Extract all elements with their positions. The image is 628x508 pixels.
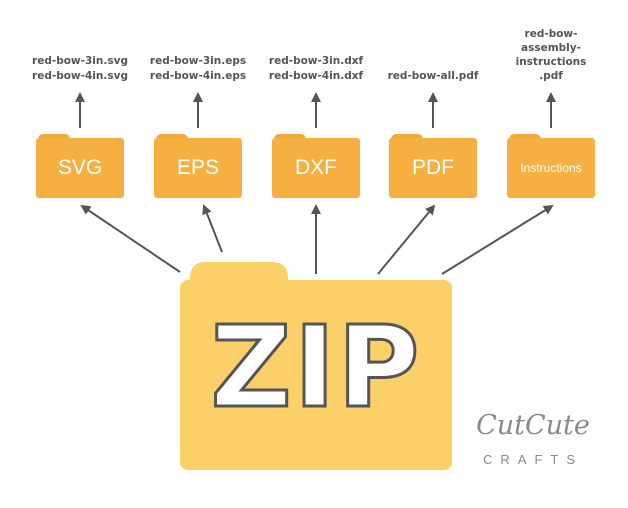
folder-label-eps: EPS (176, 156, 220, 179)
folder-label-dxf: DXF (295, 156, 337, 179)
file-name: red-bow-4in.eps (149, 70, 247, 82)
folder-svg-icon[interactable] (36, 134, 124, 198)
file-name: red-bow-3in.dxf (268, 55, 364, 67)
folder-label-svg: SVG (57, 156, 103, 179)
file-arrows (75, 92, 556, 128)
file-list-instructions: red-bow- assembly- instructions .pdf (491, 27, 611, 83)
arrow-zip-to-svg (80, 204, 181, 273)
zip-folder-icon[interactable] (180, 262, 452, 470)
brand-logo-name: CutCute (476, 410, 590, 441)
folder-eps-icon[interactable] (154, 134, 242, 198)
file-name: red-bow-4in.svg (32, 70, 128, 82)
file-name: red-bow-all.pdf (387, 70, 479, 82)
arrow-zip-to-pdf (377, 204, 436, 275)
file-list-dxf: red-bow-3in.dxf red-bow-4in.dxf (256, 54, 376, 84)
file-name: assembly- (521, 42, 581, 54)
file-name: red-bow-3in.svg (32, 55, 128, 67)
folder-instructions-icon[interactable] (507, 134, 595, 198)
zip-arrows (80, 204, 554, 275)
file-name: .pdf (539, 70, 563, 82)
file-name: instructions (515, 56, 587, 68)
folder-label-instructions: Instructions (520, 161, 582, 175)
file-name: red-bow- (524, 28, 578, 40)
file-name: red-bow-4in.dxf (268, 70, 364, 82)
file-name: red-bow-3in.eps (149, 55, 247, 67)
arrow-zip-to-instructions (441, 204, 554, 275)
folder-label-pdf: PDF (412, 156, 454, 179)
zip-folder-label: ZIP (209, 303, 422, 433)
folder-pdf-icon[interactable] (389, 134, 477, 198)
file-list-pdf: red-bow-all.pdf (373, 69, 493, 84)
folder-dxf-icon[interactable] (272, 134, 360, 198)
arrow-zip-to-eps (202, 204, 223, 253)
file-list-eps: red-bow-3in.eps red-bow-4in.eps (138, 54, 258, 84)
brand-logo-tagline: CRAFTS (483, 452, 583, 467)
file-list-svg: red-bow-3in.svg red-bow-4in.svg (20, 54, 140, 84)
